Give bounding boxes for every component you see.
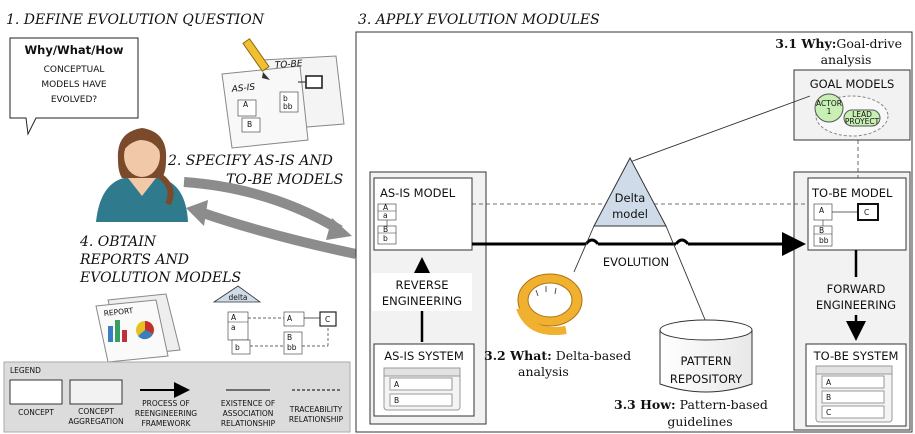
svg-text:AGGREGATION: AGGREGATION: [68, 417, 123, 426]
svg-text:ENGINEERING: ENGINEERING: [816, 298, 896, 312]
legend-title: LEGEND: [10, 366, 41, 375]
step1-heading: 1. DEFINE EVOLUTION QUESTION: [6, 12, 265, 28]
forward-engineering-arrow: FORWARD ENGINEERING: [806, 250, 906, 341]
svg-text:PATTERN: PATTERN: [681, 354, 732, 368]
svg-text:C: C: [864, 208, 869, 217]
what-caption: 3.2 What: Delta-based: [484, 348, 631, 363]
step3-heading: 3. APPLY EVOLUTION MODULES: [358, 12, 600, 28]
as-is-system-box: AS-IS SYSTEM A B: [373, 343, 475, 417]
svg-text:TO-BE SYSTEM: TO-BE SYSTEM: [813, 349, 899, 363]
svg-text:EXISTENCE OF: EXISTENCE OF: [221, 399, 275, 408]
svg-text:TRACEABILITY: TRACEABILITY: [289, 405, 343, 414]
reverse-engineering-arrow: REVERSE ENGINEERING: [372, 257, 472, 342]
how-caption: 3.3 How: Pattern-based: [614, 397, 768, 412]
svg-text:b: b: [235, 343, 240, 352]
svg-text:REENGINEERING: REENGINEERING: [135, 409, 197, 418]
svg-text:ACTOR: ACTOR: [816, 99, 842, 108]
svg-text:delta: delta: [229, 293, 248, 302]
svg-text:B: B: [819, 226, 824, 235]
pencil-icon: [242, 38, 270, 80]
svg-text:Delta: Delta: [615, 191, 646, 205]
report-papers: REPORT: [95, 293, 181, 363]
step2-heading-line2: TO-BE MODELS: [226, 172, 343, 188]
svg-text:A: A: [826, 378, 832, 387]
evolution-label: EVOLUTION: [603, 255, 669, 269]
svg-text:RELATIONSHIP: RELATIONSHIP: [289, 415, 344, 424]
step2-heading-line1: 2. SPECIFY AS-IS AND: [167, 153, 333, 169]
what-caption-line2: analysis: [518, 364, 569, 379]
pattern-repository: PATTERN REPOSITORY: [659, 319, 753, 393]
svg-text:A: A: [243, 100, 249, 109]
to-be-system-box: TO-BE SYSTEM A B C: [805, 343, 907, 427]
question-line3: EVOLVED?: [51, 95, 98, 105]
step4-heading-line2: REPORTS AND: [79, 252, 189, 268]
obtain-arrow: [186, 200, 358, 259]
sketch-papers: AS-IS TO-BE A B b bb: [221, 38, 345, 149]
svg-text:PROYECT: PROYECT: [845, 117, 880, 126]
question-title: Why/What/How: [24, 43, 123, 57]
svg-text:B: B: [287, 333, 292, 342]
svg-text:LEAD: LEAD: [852, 110, 872, 119]
svg-text:CONCEPT: CONCEPT: [78, 407, 114, 416]
svg-text:A: A: [287, 314, 293, 323]
svg-text:FORWARD: FORWARD: [827, 282, 886, 296]
svg-text:CONCEPT: CONCEPT: [18, 408, 54, 417]
as-is-model-label: AS-IS MODEL: [380, 186, 456, 200]
svg-text:ENGINEERING: ENGINEERING: [382, 294, 462, 308]
svg-text:a: a: [383, 211, 388, 220]
svg-text:B: B: [383, 225, 388, 234]
specify-arrow: [183, 177, 352, 240]
svg-text:A: A: [394, 380, 400, 389]
why-caption-line2: analysis: [821, 52, 872, 67]
svg-text:bb: bb: [287, 343, 297, 352]
svg-text:A: A: [383, 203, 389, 212]
question-callout: Why/What/How CONCEPTUAL MODELS HAVE EVOL…: [9, 37, 139, 136]
why-caption: 3.1 Why:Goal-drive: [775, 36, 902, 51]
step4-heading-line3: EVOLUTION MODELS: [79, 270, 241, 286]
svg-text:b: b: [283, 94, 288, 103]
to-be-model-box: TO-BE MODEL A B bb C: [807, 177, 907, 251]
svg-text:TO-BE: TO-BE: [275, 59, 304, 71]
legend-concept-swatch: [9, 379, 63, 405]
delta-model-triangle: Delta model: [573, 95, 811, 323]
svg-text:b: b: [383, 234, 388, 243]
measuring-tape-icon: [516, 273, 583, 335]
svg-text:RELATIONSHIP: RELATIONSHIP: [221, 419, 276, 428]
svg-text:ASSOCIATION: ASSOCIATION: [223, 409, 274, 418]
as-is-model-box: AS-IS MODEL A a B b: [373, 177, 473, 251]
svg-text:a: a: [231, 323, 236, 332]
person-icon: [96, 128, 188, 222]
svg-text:bb: bb: [283, 102, 293, 111]
svg-text:model: model: [612, 207, 648, 221]
svg-text:B: B: [247, 120, 252, 129]
delta-sketch: delta A a b A B bb C: [212, 285, 337, 355]
svg-text:bb: bb: [819, 236, 829, 245]
svg-text:B: B: [826, 393, 831, 402]
how-caption-line2: guidelines: [667, 414, 732, 429]
svg-text:GOAL MODELS: GOAL MODELS: [810, 77, 895, 91]
evolution-arrow: EVOLUTION: [472, 232, 806, 269]
legend-aggregation-swatch: [69, 379, 123, 405]
svg-text:REPORT: REPORT: [103, 306, 134, 318]
svg-text:AS-IS: AS-IS: [230, 83, 256, 96]
question-line2: MODELS HAVE: [41, 80, 107, 90]
legend: LEGEND CONCEPT CONCEPT AGGREGATION PROCE…: [3, 361, 351, 433]
svg-text:B: B: [394, 396, 399, 405]
step4-heading-line1: 4. OBTAIN: [79, 234, 157, 250]
goal-models-box: GOAL MODELS ACTOR 1 LEAD PROYECT: [793, 69, 911, 141]
svg-text:PROCESS OF: PROCESS OF: [142, 399, 190, 408]
svg-text:C: C: [826, 408, 831, 417]
to-be-model-label: TO-BE MODEL: [811, 186, 893, 200]
svg-text:REPOSITORY: REPOSITORY: [670, 372, 743, 386]
svg-text:REVERSE: REVERSE: [396, 278, 449, 292]
svg-text:1: 1: [827, 107, 832, 116]
svg-text:A: A: [819, 206, 825, 215]
svg-text:A: A: [231, 313, 237, 322]
svg-text:AS-IS SYSTEM: AS-IS SYSTEM: [384, 349, 464, 363]
svg-text:C: C: [325, 315, 330, 324]
question-line1: CONCEPTUAL: [44, 65, 105, 75]
svg-text:FRAMEWORK: FRAMEWORK: [141, 419, 191, 428]
